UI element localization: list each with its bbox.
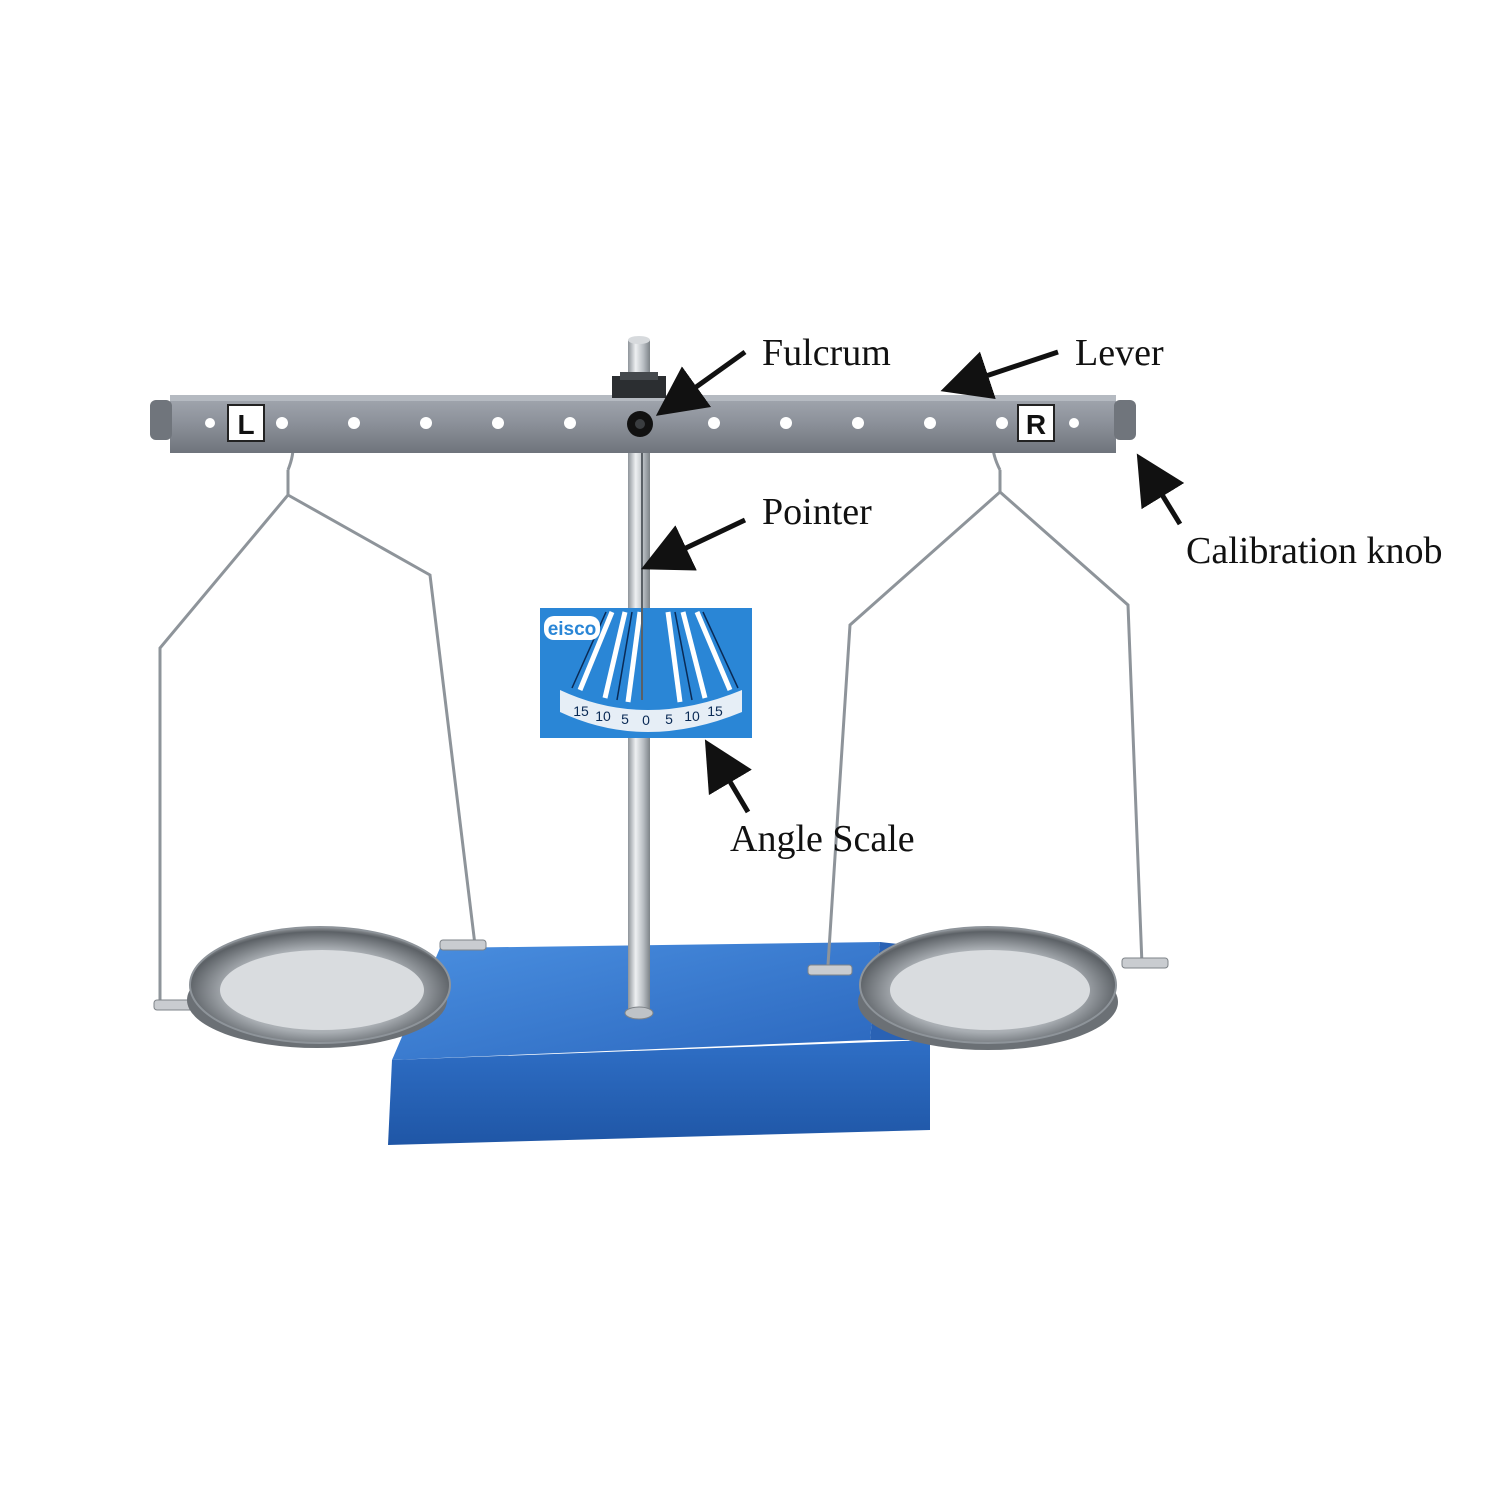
scale-tick: 10	[595, 708, 611, 724]
beam-mark-left: L	[237, 409, 254, 440]
right-hanger	[826, 426, 1144, 966]
label-fulcrum: Fulcrum	[762, 332, 891, 374]
arrow-calibration-knob	[1136, 453, 1185, 526]
angle-scale-card: eisco 15 10 5 0 5 10 15	[540, 608, 752, 738]
arrow-lever	[940, 349, 1059, 400]
label-angle-scale: Angle Scale	[730, 818, 915, 860]
left-pan	[153, 926, 487, 1048]
label-pointer: Pointer	[762, 491, 872, 533]
right-pan	[807, 926, 1169, 1050]
callout-arrows	[640, 349, 1185, 814]
left-calibration-knob[interactable]	[150, 400, 172, 440]
label-lever: Lever	[1075, 332, 1164, 374]
scale-tick: 0	[642, 712, 650, 728]
arrow-pointer	[640, 517, 747, 571]
arrow-fulcrum	[655, 349, 747, 416]
scale-tick: 15	[573, 703, 589, 719]
scale-tick: 5	[621, 711, 629, 727]
fulcrum	[612, 372, 666, 437]
scale-tick: 5	[665, 711, 673, 727]
right-calibration-knob[interactable]	[1114, 400, 1136, 440]
base	[388, 942, 935, 1145]
left-hanger	[158, 426, 477, 1005]
scale-tick: 10	[684, 708, 700, 724]
scale-tick: 15	[707, 703, 723, 719]
scale-brand: eisco	[548, 619, 597, 640]
arrow-angle-scale	[704, 739, 752, 814]
label-calibration-knob: Calibration knob	[1186, 530, 1443, 572]
beam-mark-right: R	[1026, 409, 1046, 440]
